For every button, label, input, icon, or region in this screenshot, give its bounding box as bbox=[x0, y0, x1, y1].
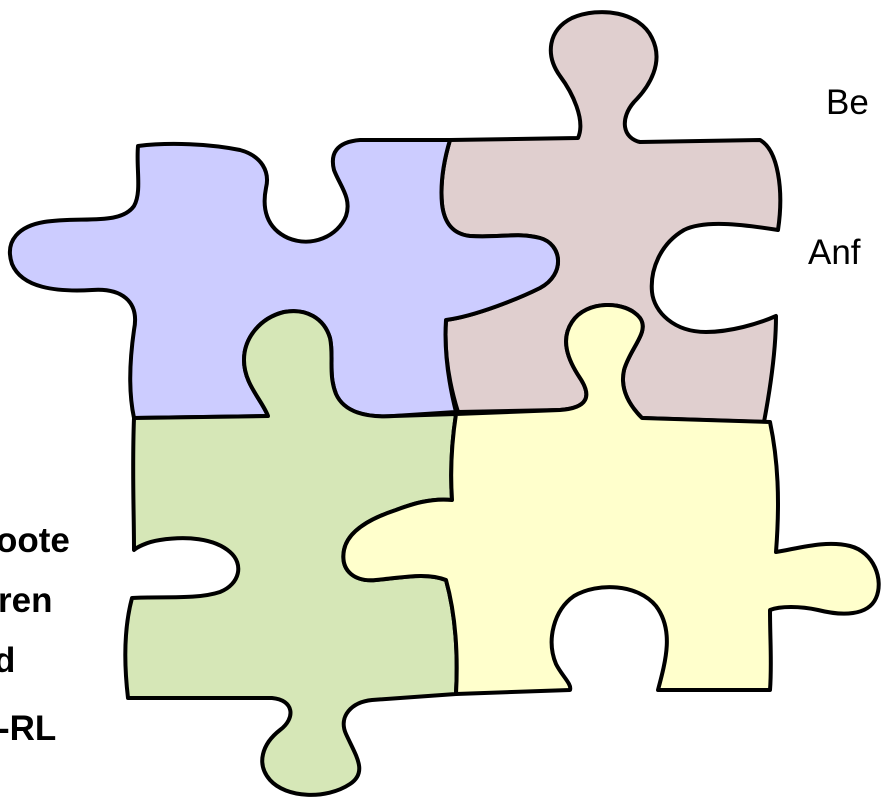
puzzle-piece-green bbox=[123, 309, 459, 797]
label-top-right-2: Anf bbox=[808, 233, 861, 272]
puzzle-piece-yellow bbox=[341, 303, 881, 696]
label-bottom-left-4: -RL bbox=[0, 709, 56, 748]
label-top-right-1: Be bbox=[826, 83, 869, 122]
label-bottom-left-2: ren bbox=[0, 581, 52, 620]
label-bottom-left-1: oote bbox=[0, 521, 70, 560]
puzzle-piece-purple bbox=[8, 138, 560, 420]
label-bottom-left-3: d bbox=[0, 641, 15, 680]
